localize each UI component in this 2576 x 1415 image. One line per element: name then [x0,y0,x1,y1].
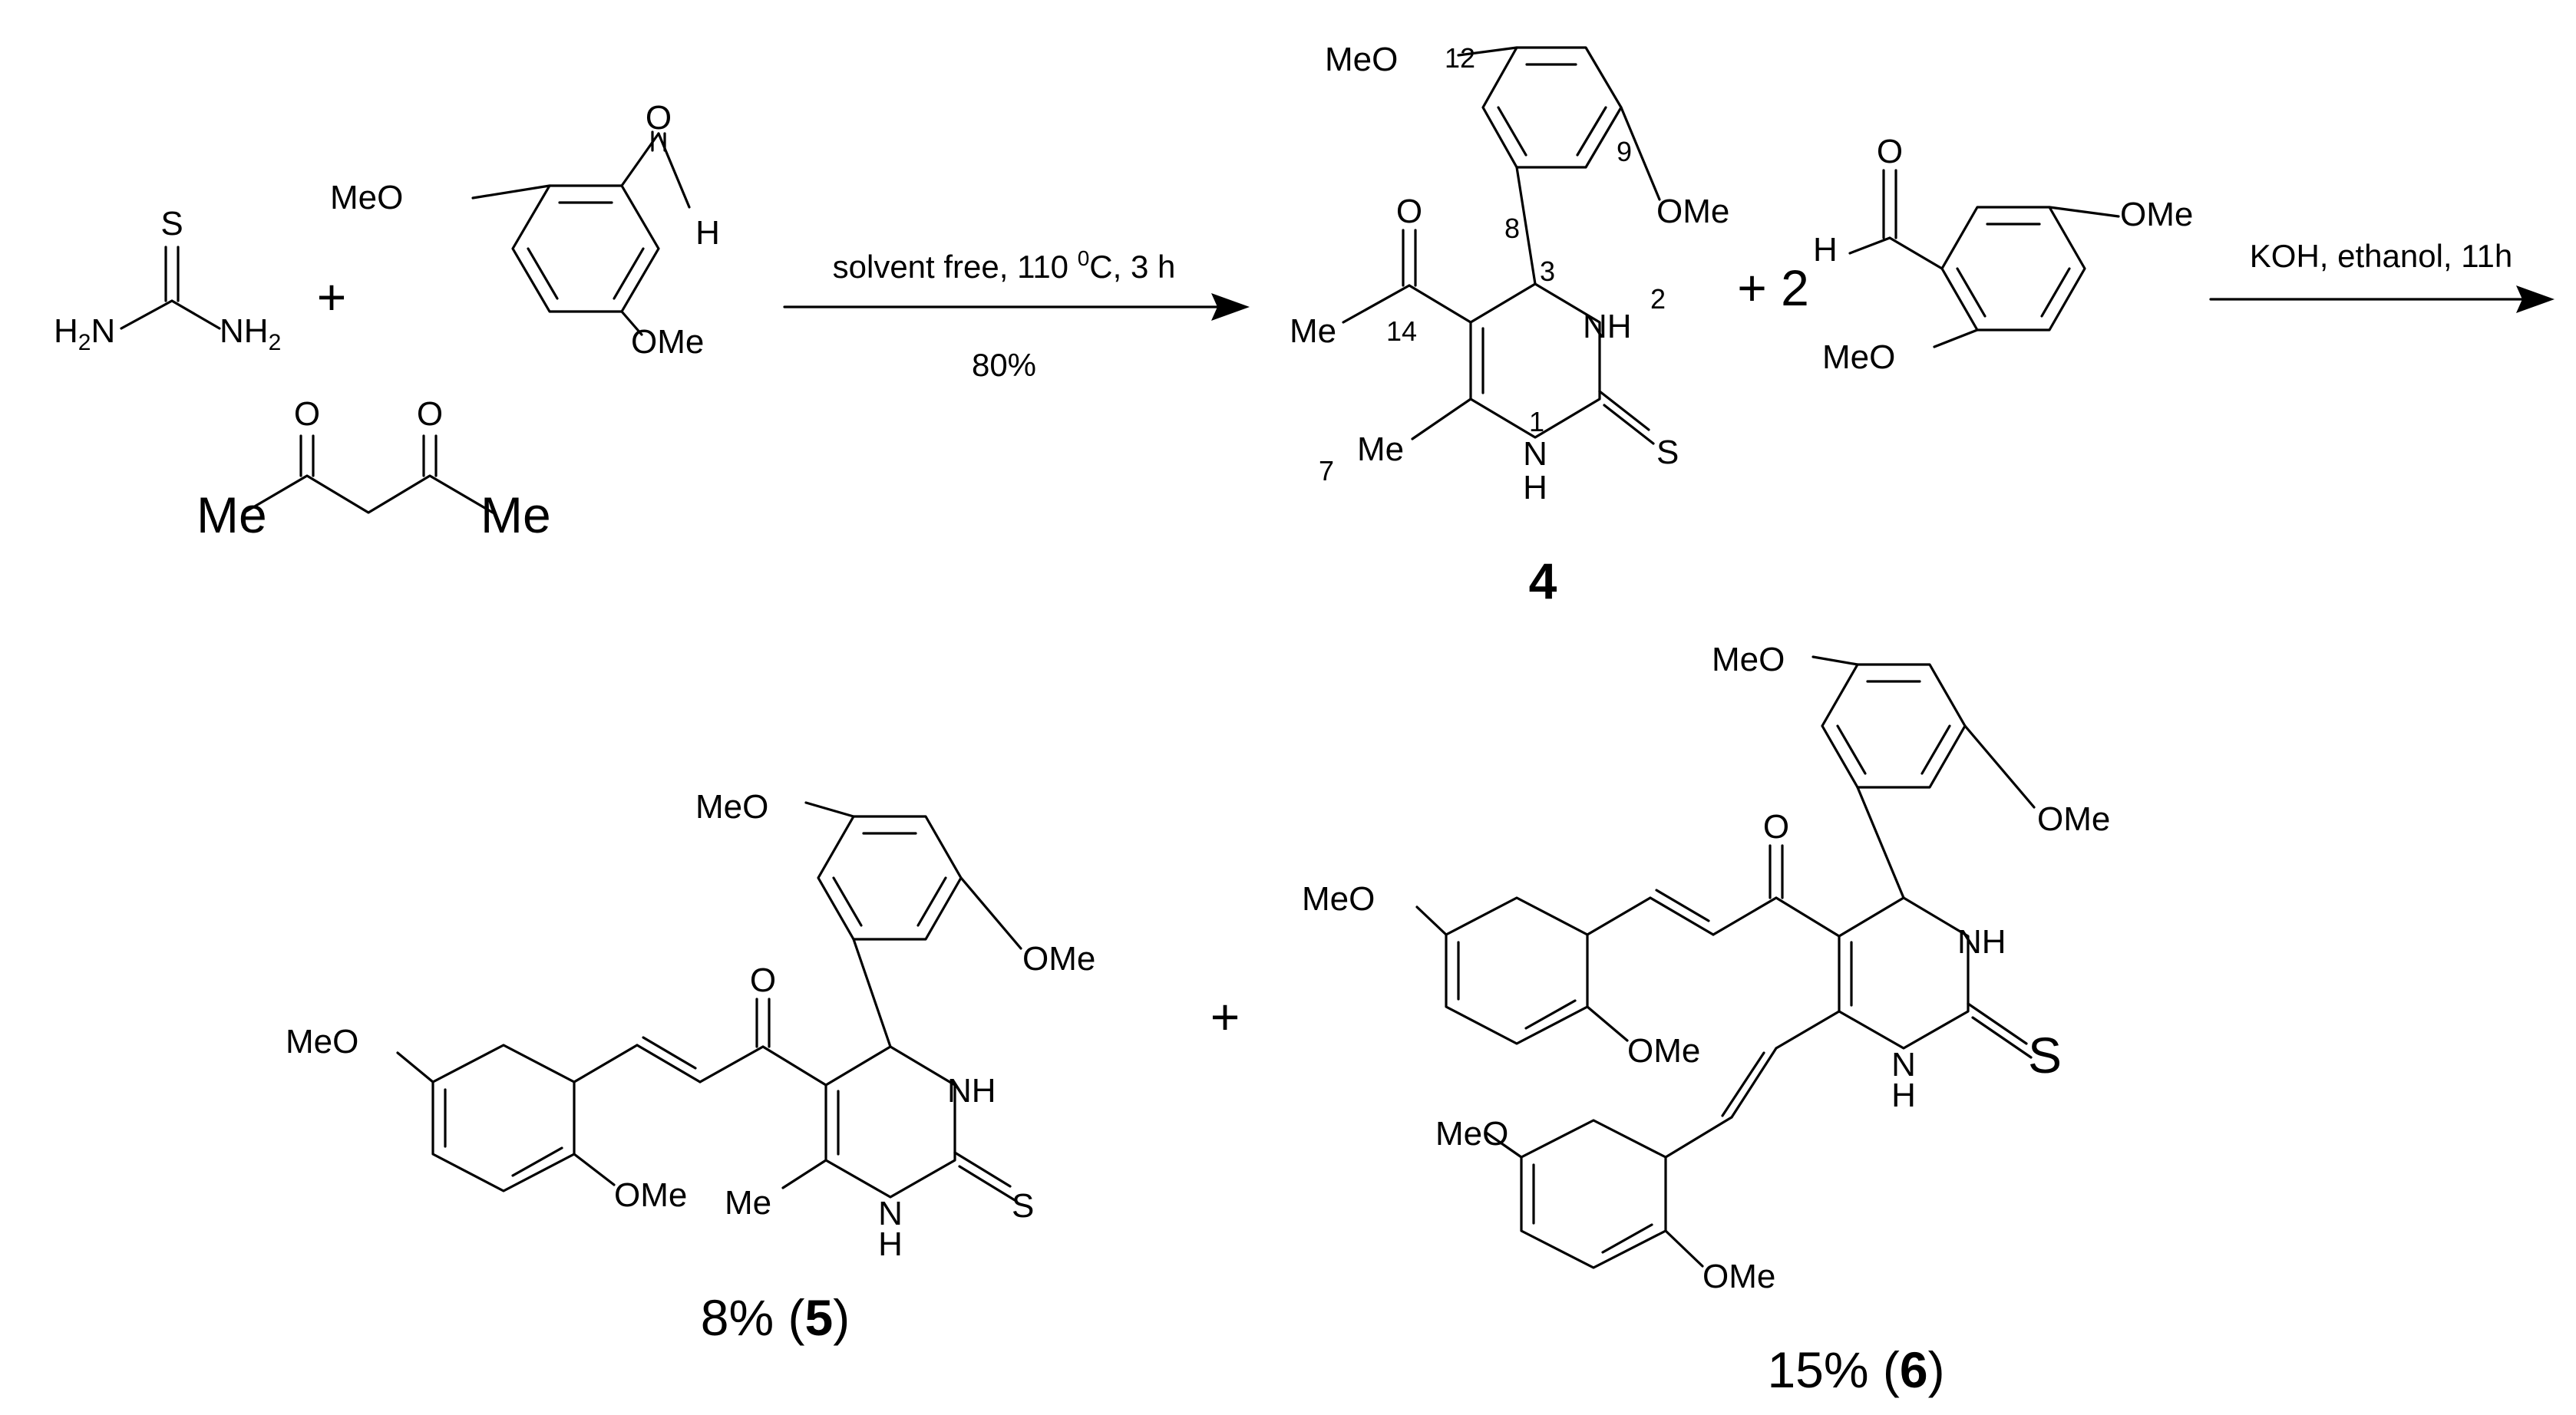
label-ome: OMe [1022,940,1095,978]
compound-6: O NH N H S MeO OMe MeO OMe MeO OMe 15% (… [1302,641,2110,1398]
atom-s: S [160,205,183,242]
atom-o: O [750,961,776,999]
atom-o: O [1763,808,1789,846]
condition-1-below: 80% [972,347,1036,383]
dimethoxybenzaldehyde-2: O H OMe MeO [1813,133,2193,376]
atom-s: S [1012,1187,1034,1225]
label-ome: OMe [1627,1032,1700,1070]
yield-label-5: 8% (5) [701,1289,850,1346]
atom-n: N [1523,435,1547,473]
thiourea: S H2N NH2 [54,205,281,355]
plus-sign: + [317,269,347,325]
label-meo: MeO [695,788,768,826]
atom-h: H [1891,1077,1916,1114]
atom-o: O [1396,193,1422,230]
label-meo: MeO [1822,338,1895,376]
atom-h: H [695,214,720,252]
atom-number-2: 2 [1650,283,1666,315]
atom-o: O [294,395,320,433]
atom-o: O [646,99,672,137]
label-me: Me [481,487,551,543]
atom-s: S [2028,1027,2062,1084]
atom-s: S [1656,434,1679,471]
atom-o: O [417,395,443,433]
reaction-arrow-2: KOH, ethanol, 11h [2209,238,2555,313]
atom-h: H [1523,469,1547,506]
atom-nh2: NH2 [220,312,281,355]
label-ome: OMe [2120,196,2193,233]
condition-1-above: solvent free, 110 0C, 3 h [833,246,1176,285]
label-me: Me [1290,312,1336,350]
atom-number-12: 12 [1445,42,1475,74]
compound-label-4: 4 [1529,552,1557,609]
atom-number-3: 3 [1540,256,1555,287]
label-meo: MeO [330,179,403,216]
atom-number-14: 14 [1386,315,1417,347]
label-ome: OMe [614,1176,687,1214]
label-meo: MeO [286,1023,358,1060]
atom-nh: NH [1583,308,1632,345]
acetylacetone: O O Me Me [197,395,551,543]
dimethoxybenzaldehyde: O H MeO OMe [330,99,720,361]
reaction-arrow-1: solvent free, 110 0C, 3 h 80% [783,246,1250,383]
condition-2-above: KOH, ethanol, 11h [2250,238,2512,274]
atom-number-7: 7 [1319,455,1334,487]
atom-h: H [1813,231,1838,269]
plus-two: + 2 [1737,259,1809,316]
atom-o: O [1877,133,1903,170]
atom-number-9: 9 [1617,136,1632,167]
label-ome: OMe [2037,800,2110,838]
atom-n: N [878,1195,903,1232]
atom-nh: NH [947,1072,996,1110]
compound-5: O NH N H S Me MeO OMe MeO OMe 8% (5) [286,788,1095,1346]
atom-h2n: H2N [54,312,115,355]
atom-n: N [1891,1046,1916,1084]
label-ome: OMe [631,323,704,361]
atom-number-8: 8 [1504,213,1520,244]
atom-h: H [878,1225,903,1263]
label-meo: MeO [1435,1115,1508,1153]
label-ome: OMe [1656,193,1729,230]
label-me: Me [725,1184,771,1222]
label-meo: MeO [1302,880,1375,918]
label-ome: OMe [1702,1258,1775,1295]
compound-4: O Me Me NH N H S MeO OMe 12 9 8 3 2 14 1… [1290,41,1729,609]
label-meo: MeO [1325,41,1398,78]
atom-nh: NH [1957,923,2006,961]
yield-label-6: 15% (6) [1767,1341,1944,1398]
atom-number-1: 1 [1529,406,1544,437]
label-me: Me [1357,430,1404,468]
plus-sign: + [1210,988,1240,1045]
label-meo: MeO [1712,641,1785,678]
label-me: Me [197,487,267,543]
